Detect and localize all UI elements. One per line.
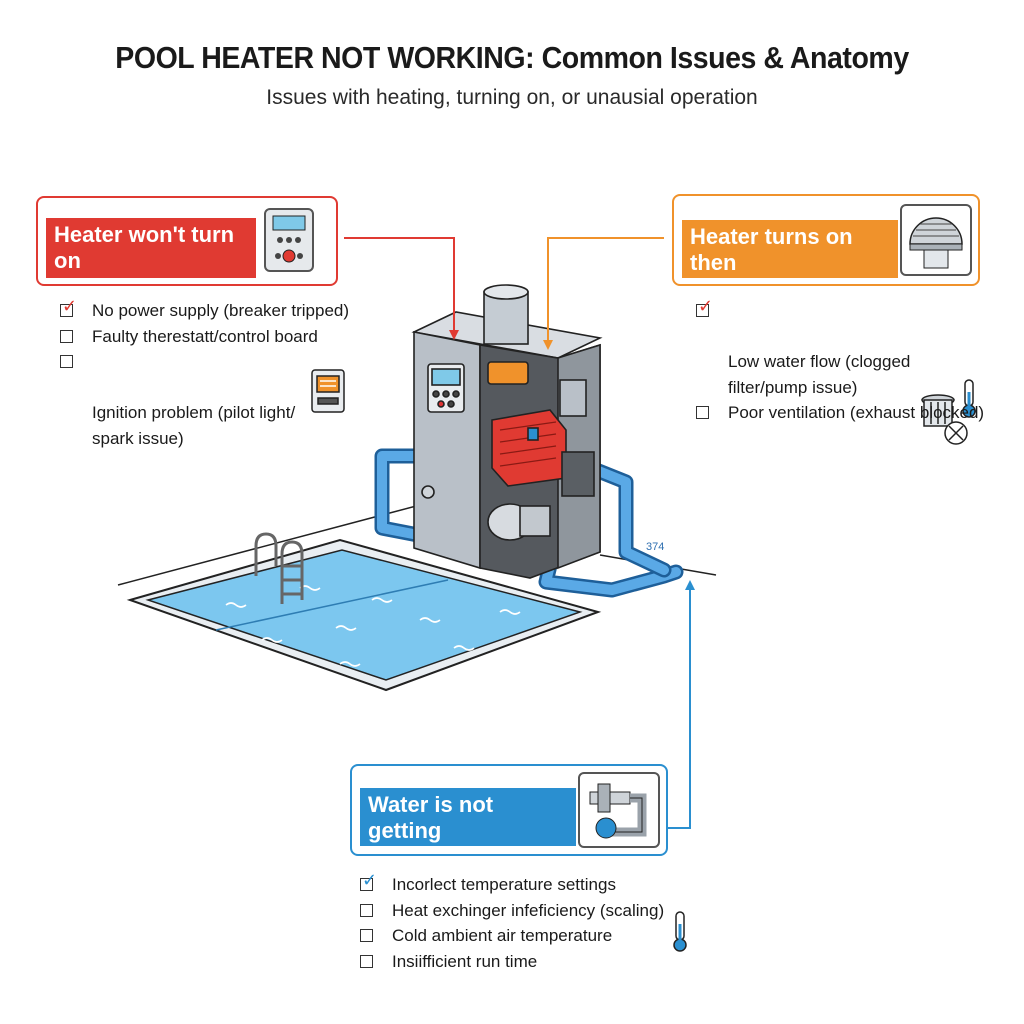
- page-title: POOL HEATER NOT WORKING: Common Issues &…: [115, 40, 909, 75]
- list-item[interactable]: Faulty therestatt/control board: [58, 324, 358, 350]
- callout-title: Water is not getting hot enough: [360, 788, 576, 846]
- checkbox[interactable]: [360, 903, 373, 917]
- issue-list-shuts-off: ✓ Low water flow (clogged filter/pump is…: [694, 296, 994, 426]
- issue-list-not-hot-enough: ✓ Incorlect temperature settings Heat ex…: [358, 870, 688, 975]
- list-item[interactable]: Poor ventilation (exhaust blocked): [694, 400, 994, 426]
- checkbox[interactable]: [360, 954, 373, 968]
- pool-heater-unit: [411, 284, 603, 579]
- pool-ladder-icon: [254, 532, 304, 604]
- orange-connector-line: [547, 237, 664, 346]
- list-item[interactable]: ✓ No power supply (breaker tripped): [60, 296, 350, 320]
- pipe-valve-icon: [578, 772, 660, 848]
- list-item[interactable]: ✓ Incorlect temperature settings: [360, 870, 616, 894]
- heater-control-panel: [427, 363, 465, 413]
- list-item[interactable]: Ignition problem (pilot light/ spark iss…: [58, 349, 358, 451]
- page-subtitle: Issues with heating, turning on, or unau…: [266, 86, 758, 109]
- pipe-tag-label: 374: [646, 541, 665, 553]
- thermometer-icon: [962, 379, 976, 418]
- list-item[interactable]: Heat exchinger infeficiency (scaling): [358, 898, 688, 924]
- gas-valve-icon: [487, 361, 529, 385]
- checkbox[interactable]: ✓: [60, 296, 78, 317]
- checkbox[interactable]: [60, 329, 73, 343]
- checkbox[interactable]: ✓: [696, 296, 714, 317]
- callout-title: Heater won't turn on on at all: [46, 218, 256, 278]
- blue-connector-line: [666, 584, 691, 829]
- vent-cap-icon: [900, 204, 972, 276]
- issue-list-wont-turn-on: ✓ No power supply (breaker tripped) Faul…: [58, 296, 358, 451]
- list-item[interactable]: Insiifficient run time: [358, 949, 688, 975]
- thermometer-icon: [673, 911, 687, 952]
- thermostat-control-icon: [264, 208, 314, 272]
- pool-illustration: [126, 532, 602, 692]
- filter-cartridge-icon: [921, 394, 955, 427]
- red-connector-line: [344, 237, 455, 336]
- checkbox[interactable]: [60, 355, 73, 368]
- checkbox[interactable]: [360, 929, 373, 942]
- list-item[interactable]: ✓ Low water flow (clogged filter/pump is…: [696, 296, 911, 397]
- heat-exchanger-icon: [491, 409, 567, 487]
- list-item[interactable]: Cold ambient air temperature: [358, 923, 688, 949]
- control-board-icon: [311, 369, 345, 413]
- blocked-icon: [944, 421, 968, 445]
- checkbox[interactable]: [696, 406, 709, 419]
- checkbox[interactable]: ✓: [360, 870, 378, 891]
- callout-title: Heater turns on then shuts off quickly: [682, 220, 898, 278]
